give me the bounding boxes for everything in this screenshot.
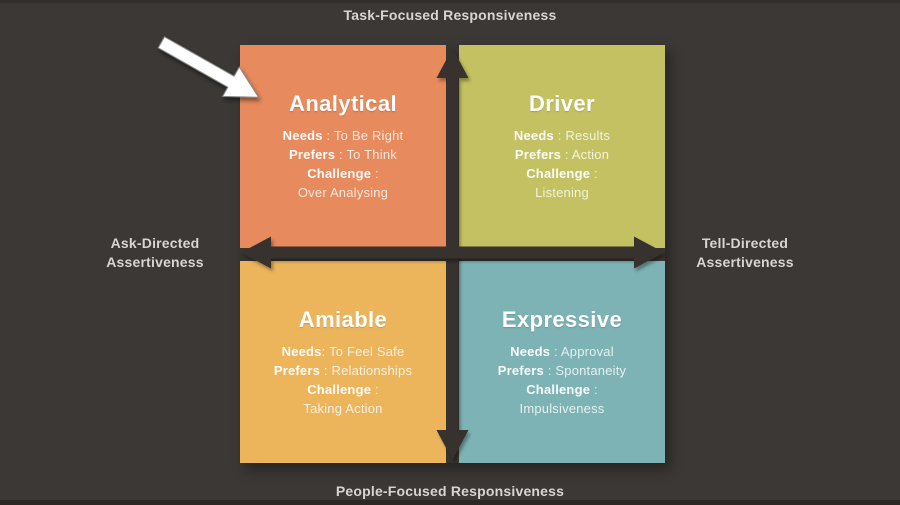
axis-label-bottom: People-Focused Responsiveness xyxy=(335,483,565,499)
quadrant-detail-line: Challenge : xyxy=(307,166,379,181)
quadrant-detail-line: Challenge : xyxy=(526,381,598,397)
quadrant-detail-line: Challenge : xyxy=(307,381,379,397)
axis-label-right-line1: Tell-Directed xyxy=(701,235,789,251)
quadrant-detail-line: Needs : Results xyxy=(513,128,611,143)
axis-label-right: Tell-Directed Assertiveness xyxy=(660,234,830,272)
quadrant-detail-line: Listening xyxy=(535,185,589,200)
axis-label-left: Ask-Directed Assertiveness xyxy=(70,234,240,272)
axis-label-left-line1: Ask-Directed xyxy=(110,235,200,251)
quadrant-detail-line: Prefers : Action xyxy=(514,147,610,162)
quadrant-detail-line: Prefers : Relationships xyxy=(273,362,413,378)
axis-label-top: Task-Focused Responsiveness xyxy=(343,7,557,23)
axis-label-right-line2: Assertiveness xyxy=(696,254,794,270)
quadrant-amiable: Amiable Needs: To Feel Safe Prefers : Re… xyxy=(240,260,446,463)
quadrant-detail-line: Challenge : xyxy=(526,166,598,181)
bottom-letterbox-strip xyxy=(0,500,900,505)
quadrant-title: Driver xyxy=(529,91,595,116)
quadrant-driver: Driver Needs : Results Prefers : Action … xyxy=(459,45,665,248)
quadrant-title: Amiable xyxy=(298,306,388,332)
top-letterbox-strip xyxy=(0,0,900,3)
quadrant-detail-line: Over Analysing xyxy=(297,185,389,200)
quadrant-title: Expressive xyxy=(501,306,623,332)
quadrant-detail-line: Needs : Approval xyxy=(510,343,614,359)
quadrant-detail-line: Taking Action xyxy=(303,400,383,416)
quadrant-expressive: Expressive Needs : Approval Prefers : Sp… xyxy=(459,260,665,463)
quadrant-detail-line: Prefers : Spontaneity xyxy=(497,362,627,378)
quadrant-analytical: Analytical Needs : To Be Right Prefers :… xyxy=(240,45,446,248)
quadrant-matrix: Analytical Needs : To Be Right Prefers :… xyxy=(240,45,665,463)
quadrant-detail-line: Impulsiveness xyxy=(519,400,605,416)
quadrant-title: Analytical xyxy=(289,91,397,116)
quadrant-detail-line: Needs: To Feel Safe xyxy=(281,343,405,359)
axis-label-left-line2: Assertiveness xyxy=(106,254,204,270)
quadrant-detail-line: Needs : To Be Right xyxy=(282,128,404,143)
quadrant-detail-line: Prefers : To Think xyxy=(289,147,397,162)
